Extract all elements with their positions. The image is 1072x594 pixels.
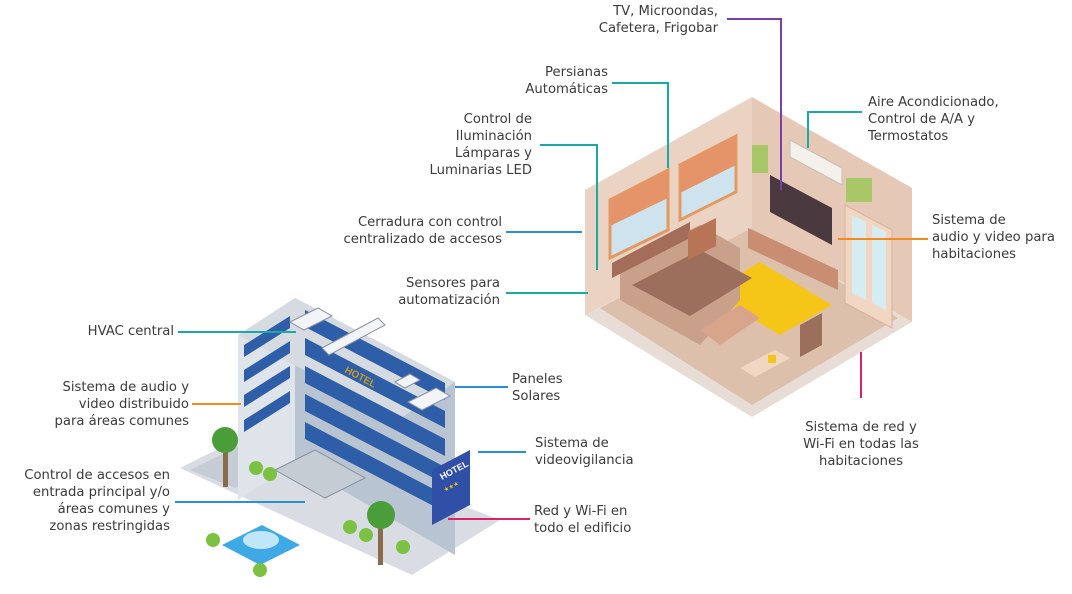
label-solar-panels: Paneles Solares bbox=[512, 372, 563, 404]
hotel-room-illustration bbox=[585, 97, 912, 417]
label-building-wifi: Red y Wi-Fi en todo el edificio bbox=[534, 504, 632, 536]
connector-tv bbox=[727, 18, 782, 190]
label-common-audio-video: Sistema de audio y video distribuido par… bbox=[54, 380, 189, 429]
label-room-wifi: Sistema de red y Wi-Fi en todas las habi… bbox=[803, 420, 919, 469]
connector-ac bbox=[807, 111, 862, 148]
label-lighting-control: Control de Iluminación Lámparas y Lumina… bbox=[429, 112, 533, 178]
label-automatic-blinds: Persianas Automáticas bbox=[525, 65, 608, 97]
connector-blinds bbox=[612, 82, 669, 168]
label-centralized-lock: Cerradura con control centralizado de ac… bbox=[343, 215, 502, 247]
label-video-surveillance: Sistema de videovigilancia bbox=[535, 436, 634, 468]
label-room-audio-video: Sistema de audio y video para habitacion… bbox=[932, 213, 1055, 262]
connector-lighting bbox=[540, 144, 598, 270]
label-access-control: Control de accesos en entrada principal … bbox=[24, 468, 170, 534]
hotel-building-illustration bbox=[180, 298, 500, 577]
label-automation-sensors: Sensores para automatización bbox=[398, 276, 500, 308]
label-air-conditioning: Aire Acondicionado, Control de A/A y Ter… bbox=[868, 95, 999, 144]
connector-lines bbox=[175, 18, 928, 520]
label-tv-appliances: TV, Microondas, Cafetera, Frigobar bbox=[598, 4, 718, 36]
label-central-hvac: HVAC central bbox=[87, 324, 174, 339]
